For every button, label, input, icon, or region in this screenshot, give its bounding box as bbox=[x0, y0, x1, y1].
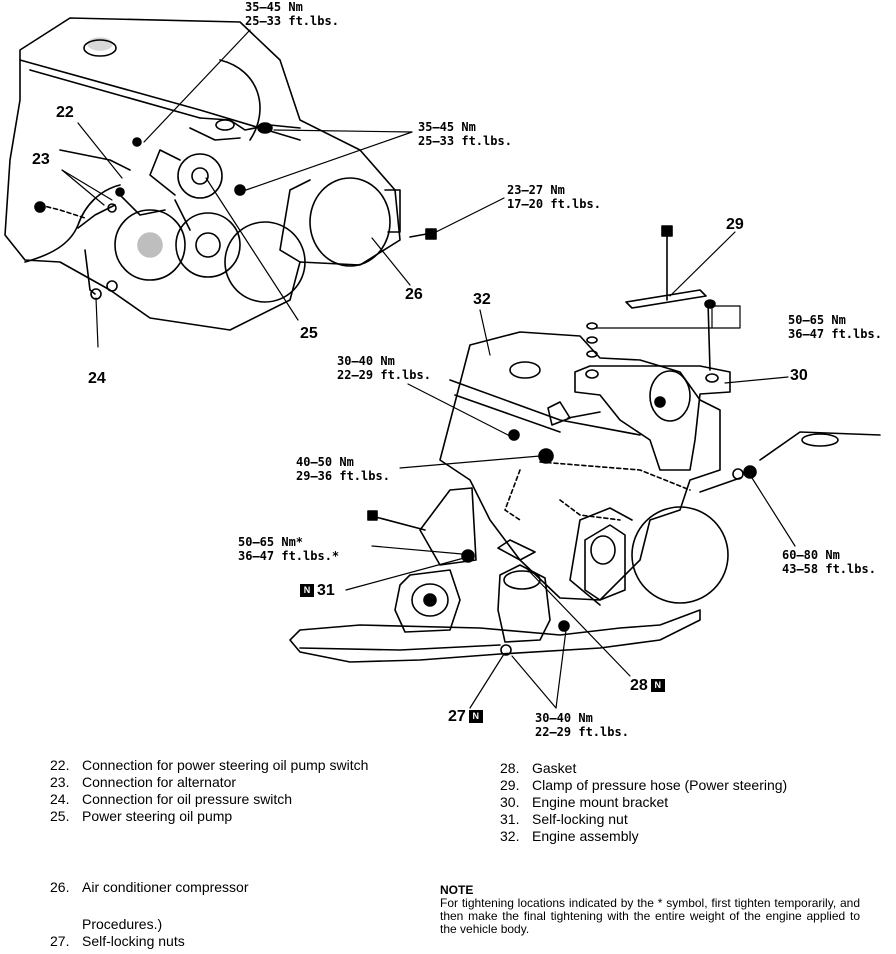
legend-item: 29. Clamp of pressure hose (Power steerin… bbox=[500, 777, 880, 794]
torque-nm: 23–27 Nm bbox=[507, 183, 565, 197]
legend-item: 28. Gasket bbox=[500, 760, 880, 777]
engine-removal-diagram bbox=[4, 17, 881, 709]
lower-engine-drawing bbox=[289, 225, 881, 663]
torque-nm: 40–50 Nm bbox=[296, 455, 354, 469]
callout-32: 32 bbox=[473, 291, 491, 308]
callout-25: 25 bbox=[300, 325, 318, 342]
legend-number: 26. bbox=[50, 879, 70, 895]
note-title: NOTE bbox=[440, 883, 474, 897]
legend-number: 25. bbox=[50, 808, 70, 824]
callout-23: 23 bbox=[32, 151, 50, 168]
callout-26: 26 bbox=[405, 286, 423, 303]
legend-item: 25. Power steering oil pump bbox=[50, 808, 430, 825]
legend-item: 22. Connection for power steering oil pum… bbox=[50, 757, 430, 774]
legend-item: 26. Air conditioner compressor bbox=[50, 879, 430, 896]
legend-item: 24. Connection for oil pressure switch bbox=[50, 791, 430, 808]
torque-ftlbs: 22–29 ft.lbs. bbox=[337, 368, 431, 382]
legend-item: 27. Self-locking nuts bbox=[50, 933, 430, 950]
legend-number: 30. bbox=[500, 794, 520, 810]
torque-nm: 35–45 Nm bbox=[418, 120, 476, 134]
legend-number: 23. bbox=[50, 774, 70, 790]
legend-item: 31. Self-locking nut bbox=[500, 811, 880, 828]
legend-text: Self-locking nut bbox=[532, 811, 628, 827]
torque-nm: 60–80 Nm bbox=[782, 548, 840, 562]
legend-number: 24. bbox=[50, 791, 70, 807]
legend-text: Clamp of pressure hose (Power steering) bbox=[532, 777, 788, 793]
torque-ftlbs: 36–47 ft.lbs. bbox=[788, 327, 882, 341]
callout-28-number: 28 bbox=[630, 677, 648, 694]
torque-nm: 35–45 Nm bbox=[245, 0, 303, 14]
new-part-badge: N bbox=[468, 710, 483, 724]
legend-text: Connection for power steering oil pump s… bbox=[82, 757, 369, 773]
legend-item: Procedures.) bbox=[50, 916, 430, 933]
note-body: For tightening locations indicated by th… bbox=[440, 896, 860, 936]
legend-left-group-1: 22. Connection for power steering oil pum… bbox=[50, 757, 430, 825]
torque-label-7: 50–65 Nm*36–47 ft.lbs.* bbox=[238, 535, 339, 563]
leader-lines bbox=[61, 29, 796, 709]
legend-text: Engine assembly bbox=[532, 828, 639, 844]
callout-30: 30 bbox=[790, 367, 808, 384]
legend-text: Engine mount bracket bbox=[532, 794, 669, 810]
torque-ftlbs: 22–29 ft.lbs. bbox=[535, 725, 629, 739]
legend-left-group-2: 26. Air conditioner compressor bbox=[50, 879, 430, 896]
legend-text: Procedures.) bbox=[82, 916, 163, 932]
legend-number: 22. bbox=[50, 757, 70, 773]
legend-text: Power steering oil pump bbox=[82, 808, 233, 824]
tightening-note: NOTE For tightening locations indicated … bbox=[440, 884, 860, 936]
legend-item: 30. Engine mount bracket bbox=[500, 794, 880, 811]
new-part-badge: N bbox=[650, 679, 665, 693]
torque-ftlbs: 29–36 ft.lbs. bbox=[296, 469, 390, 483]
torque-ftlbs: 25–33 ft.lbs. bbox=[245, 14, 339, 28]
upper-engine-drawing bbox=[4, 17, 437, 331]
legend-item: 23. Connection for alternator bbox=[50, 774, 430, 791]
legend-text: Air conditioner compressor bbox=[82, 879, 249, 895]
torque-ftlbs: 25–33 ft.lbs. bbox=[418, 134, 512, 148]
legend-text: Self-locking nuts bbox=[82, 933, 185, 949]
torque-ftlbs: 36–47 ft.lbs.* bbox=[238, 549, 340, 563]
torque-nm: 50–65 Nm* bbox=[238, 535, 304, 549]
new-part-badge: N bbox=[300, 584, 314, 598]
legend-number: 28. bbox=[500, 760, 520, 776]
callout-29: 29 bbox=[726, 216, 744, 233]
legend-item: 32. Engine assembly bbox=[500, 828, 880, 845]
legend-number: 31. bbox=[500, 811, 520, 827]
legend-right: 28. Gasket 29. Clamp of pressure hose (Pow… bbox=[500, 760, 880, 845]
torque-nm: 30–40 Nm bbox=[535, 711, 593, 725]
legend-number: 32. bbox=[500, 828, 520, 844]
legend-number: 29. bbox=[500, 777, 520, 793]
callout-24: 24 bbox=[88, 370, 106, 387]
callout-22: 22 bbox=[56, 104, 74, 121]
legend-number: 27. bbox=[50, 933, 70, 949]
torque-nm: 50–65 Nm bbox=[788, 313, 846, 327]
legend-text: Connection for alternator bbox=[82, 774, 237, 790]
legend-text: Connection for oil pressure switch bbox=[82, 791, 293, 807]
legend-number bbox=[50, 916, 82, 933]
callout-27-number: 27 bbox=[448, 708, 466, 725]
torque-nm: 30–40 Nm bbox=[337, 354, 395, 368]
callout-31-number: 31 bbox=[317, 582, 335, 599]
torque-ftlbs: 17–20 ft.lbs. bbox=[507, 197, 601, 211]
torque-ftlbs: 43–58 ft.lbs. bbox=[782, 562, 876, 576]
legend-left-group-3: Procedures.) 27. Self-locking nuts bbox=[50, 916, 430, 950]
legend-text: Gasket bbox=[532, 760, 577, 776]
